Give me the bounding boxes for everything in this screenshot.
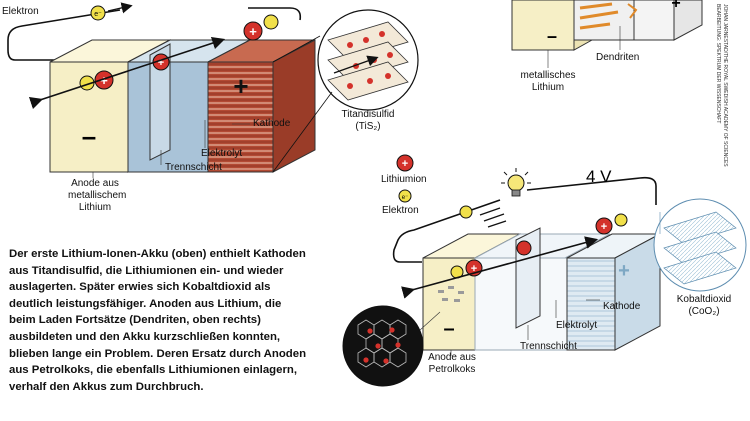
svg-text:+: + bbox=[249, 24, 257, 39]
graphene-lattice bbox=[357, 319, 407, 368]
dendrite-label: Dendriten bbox=[596, 52, 640, 63]
top-electrolyte-label: Elektrolyt bbox=[201, 148, 243, 159]
dendrite-battery: – + bbox=[511, 0, 703, 68]
bottom-cathode-ion bbox=[595, 217, 613, 235]
coo2-layers bbox=[663, 211, 737, 285]
top-ion-arrow bbox=[28, 36, 226, 110]
tis2-name-label: Titandisulfid bbox=[341, 109, 395, 120]
metal-lithium-label: metallisches Lithium bbox=[520, 70, 576, 93]
svg-text:+: + bbox=[601, 221, 607, 233]
top-tis2-layers bbox=[327, 21, 409, 101]
bottom-anode-minus: – bbox=[443, 318, 454, 340]
bottom-wire-electron bbox=[459, 205, 473, 219]
image-credit: JOHAN JARNESTAD/THE ROYAL SWEDISH ACADEM… bbox=[715, 4, 748, 167]
dendrite-anode bbox=[511, 0, 575, 51]
dendrite-minus: – bbox=[547, 26, 557, 46]
bottom-cathode-plus: + bbox=[618, 260, 630, 282]
bottom-anode-label: Anode aus Petrolkoks bbox=[428, 352, 476, 375]
top-circuit-wire bbox=[7, 9, 121, 61]
bottom-cathode-electron bbox=[614, 213, 628, 227]
lightbulb-icon bbox=[501, 168, 531, 197]
coo2-name-label: Kobaltdioxid bbox=[676, 294, 732, 305]
top-battery: e⁻ – + + + + bbox=[7, 2, 419, 178]
credit-line-1: JOHAN JARNESTAD/THE ROYAL SWEDISH ACADEM… bbox=[722, 4, 728, 167]
top-anode-label: Anode aus metallischem Lithium bbox=[68, 178, 127, 213]
dendrite-plus: + bbox=[671, 0, 680, 12]
svg-text:+: + bbox=[402, 158, 408, 170]
bottom-separator-label: Trennschicht bbox=[520, 341, 577, 352]
top-cathode-label: Kathode bbox=[253, 118, 291, 129]
figure-caption: Der erste Lithium-Ionen-Akku (oben) enth… bbox=[9, 248, 307, 393]
top-cathode-electron bbox=[263, 14, 279, 30]
top-separator-label: Trennschicht bbox=[165, 162, 222, 173]
top-electron-label: Elektron bbox=[2, 6, 39, 17]
bottom-wire-dashes bbox=[479, 207, 507, 228]
svg-text:e⁻: e⁻ bbox=[402, 195, 409, 201]
top-wire-electron bbox=[90, 5, 106, 21]
top-cathode-plus: + bbox=[233, 71, 248, 101]
graphene-magnifier bbox=[342, 305, 424, 387]
dendrite-spikes bbox=[579, 2, 638, 30]
legend-electron-marker bbox=[398, 189, 412, 203]
bottom-battery: + e⁻ 4 V – bbox=[342, 154, 747, 387]
coo2-formula-label: (CoO₂) bbox=[688, 306, 720, 317]
dendrite-cathode bbox=[633, 0, 675, 41]
top-cathode-ion bbox=[243, 21, 263, 41]
bottom-cathode-label: Kathode bbox=[603, 301, 641, 312]
bottom-circuit-wire bbox=[392, 199, 501, 263]
graphene-ions bbox=[363, 327, 401, 364]
credit-line-2: BEARBEITUNG: SPEKTRUM DER WISSENSCHAFT bbox=[715, 4, 721, 124]
voltage-label: 4 V bbox=[586, 167, 612, 186]
legend-ion-label: Lithiumion bbox=[381, 174, 427, 185]
svg-text:e⁻: e⁻ bbox=[94, 11, 102, 18]
top-anode-minus: – bbox=[82, 121, 96, 151]
bottom-electrolyte-label: Elektrolyt bbox=[556, 320, 598, 331]
legend-ion-marker bbox=[396, 154, 414, 172]
bottom-ion-arrow bbox=[401, 236, 599, 299]
legend-electron-label: Elektron bbox=[382, 205, 419, 216]
bottom-separator-ion bbox=[516, 240, 532, 256]
tis2-formula-label: (TiS₂) bbox=[355, 121, 381, 132]
